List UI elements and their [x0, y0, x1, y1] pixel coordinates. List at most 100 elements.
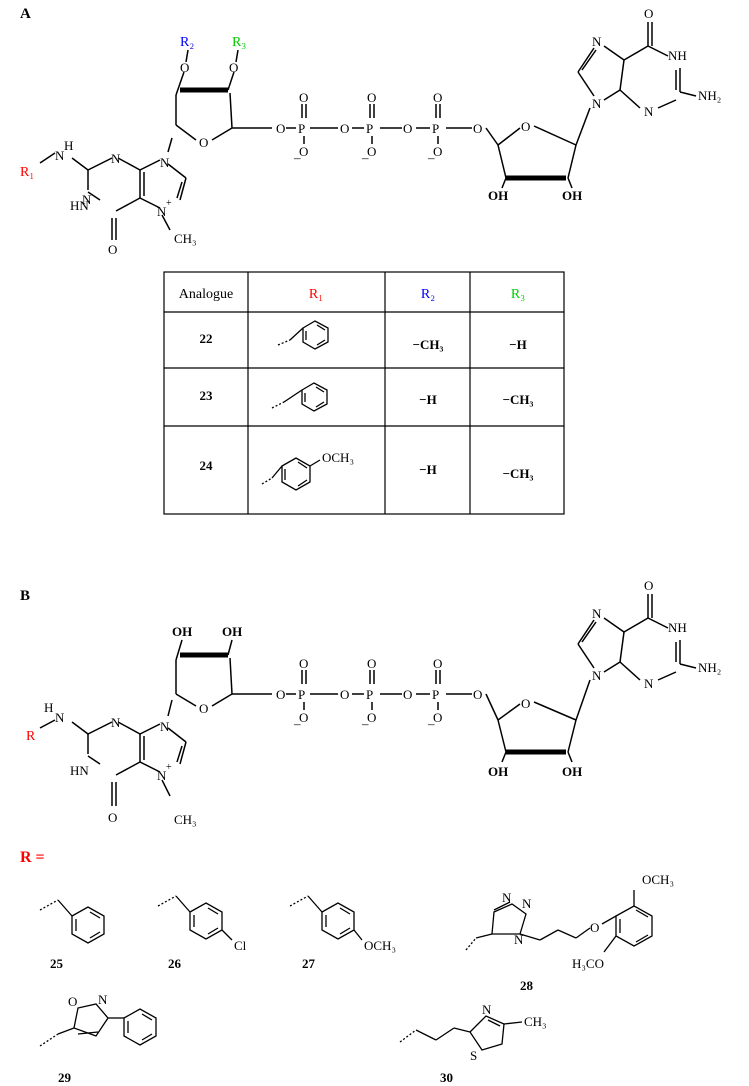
svg-text:–: – [361, 716, 369, 731]
svg-text:N: N [98, 992, 108, 1007]
svg-text:P: P [366, 687, 373, 702]
compound-29 [39, 1003, 157, 1047]
svg-text:+: + [166, 762, 172, 773]
svg-text:P: P [298, 121, 305, 136]
panel-a-r1-label: R₁ [20, 165, 34, 180]
svg-text:O: O [276, 121, 285, 136]
svg-text:N: N [644, 104, 654, 119]
panel-a-hn-label: HN [70, 198, 89, 213]
svg-text:O: O [68, 994, 77, 1009]
panel-a-r3-label: R₃ [232, 35, 246, 50]
panel-b-r-label: R [26, 729, 36, 744]
svg-text:O: O [590, 920, 599, 935]
svg-text:P: P [298, 687, 305, 702]
compound-26 [157, 895, 233, 941]
svg-text:O: O [473, 121, 482, 136]
panel-b-upper-ribose [175, 639, 272, 707]
svg-text:–: – [427, 150, 435, 165]
panel-a-triphosphate-labels: O P O O – O P O O – O P O O – O [276, 90, 482, 165]
svg-text:O: O [276, 687, 285, 702]
compound-28-labels: N N N N O OCH₃ H₃CO [502, 872, 674, 971]
svg-text:N: N [644, 676, 654, 691]
svg-text:O: O [299, 144, 308, 159]
svg-text:O: O [367, 710, 376, 725]
svg-text:H: H [44, 700, 53, 715]
benzyl-structure [277, 320, 329, 350]
svg-text:–: – [361, 150, 369, 165]
svg-text:N: N [160, 719, 170, 734]
svg-text:N: N [55, 148, 65, 163]
svg-text:O: O [433, 144, 442, 159]
svg-text:O: O [367, 656, 376, 671]
panel-a-triphosphate [286, 104, 472, 144]
svg-text:N: N [111, 715, 121, 730]
svg-text:N: N [482, 1002, 492, 1017]
svg-text:O: O [521, 696, 530, 711]
compound-28-label: 28 [520, 978, 534, 993]
svg-text:H: H [64, 138, 73, 153]
table-cell-r3: −H [509, 337, 527, 352]
compound-30 [399, 1015, 523, 1051]
svg-text:N: N [514, 932, 524, 947]
svg-text:OCH₃: OCH₃ [642, 872, 674, 887]
svg-text:O: O [108, 810, 117, 825]
svg-text:OH: OH [222, 624, 242, 639]
svg-text:–: – [293, 716, 301, 731]
svg-text:N: N [157, 204, 167, 219]
compound-29-labels: O N [68, 992, 108, 1009]
svg-text:N: N [522, 896, 532, 911]
panel-a-upper-ribose [175, 49, 272, 141]
panel-a-lower-ribose [485, 107, 591, 189]
analogue-table: Analogue R₁ R₂ R₃ 22 −CH₃ −H 23 −H −CH₃ … [163, 271, 565, 515]
r-equals-label: R = [20, 849, 45, 866]
compound-25 [39, 899, 105, 944]
svg-text:P: P [366, 121, 373, 136]
svg-text:–: – [427, 716, 435, 731]
svg-text:CH₃: CH₃ [174, 231, 197, 246]
svg-text:N: N [592, 96, 602, 111]
svg-text:+: + [166, 198, 172, 209]
svg-text:O: O [299, 656, 308, 671]
panel-b-triphosphate-labels: O P O O – O P O O – O P O O – O [276, 656, 482, 731]
svg-text:N: N [157, 768, 167, 783]
table-cell-analogue: 23 [200, 388, 214, 403]
svg-text:O: O [403, 687, 412, 702]
svg-text:O: O [229, 60, 238, 75]
panel-a-lower-ribose-labels: O OH OH [488, 119, 582, 203]
panel-b: B N HN O N N + CH₃ N H R [20, 578, 721, 1085]
panel-b-lower-ribose-labels: O OH OH [488, 696, 582, 779]
svg-text:O: O [367, 90, 376, 105]
svg-text:N: N [55, 710, 65, 725]
svg-text:O: O [433, 710, 442, 725]
svg-text:H₃CO: H₃CO [572, 956, 604, 971]
compound-29-label: 29 [58, 1070, 72, 1085]
svg-text:O: O [180, 60, 189, 75]
table-header-row: Analogue R₁ R₂ R₃ [179, 287, 525, 302]
panel-a-methylguanine-labels: N N HN O N N + CH₃ N H HN [55, 138, 197, 257]
svg-text:N: N [502, 890, 512, 905]
svg-text:O: O [340, 687, 349, 702]
svg-text:O: O [367, 144, 376, 159]
svg-text:O: O [108, 242, 117, 257]
panel-a-r2-label: R₂ [180, 35, 194, 50]
panel-b-upper-ribose-labels: O OH OH [172, 624, 242, 716]
compound-25-label: 25 [50, 956, 64, 971]
panel-a-methylguanine [39, 137, 187, 240]
svg-text:OH: OH [562, 188, 582, 203]
svg-text:O: O [644, 6, 653, 21]
benzyl-structure [271, 382, 328, 412]
table-cell-r2: −H [419, 462, 437, 477]
svg-text:–: – [293, 150, 301, 165]
table-cell-r2: −H [419, 392, 437, 407]
svg-text:HN: HN [70, 763, 89, 778]
panel-b-guanine-labels: N N O NH N NH₂ [592, 578, 721, 691]
compound-30-label: 30 [440, 1070, 453, 1085]
compound-28 [465, 890, 653, 953]
compound-26-label: 26 [168, 956, 182, 971]
panel-b-label: B [20, 588, 30, 604]
svg-text:O: O [644, 578, 653, 593]
panel-b-lower-ribose [485, 679, 591, 763]
compound-27 [289, 895, 363, 941]
panel-b-triphosphate [286, 670, 472, 710]
